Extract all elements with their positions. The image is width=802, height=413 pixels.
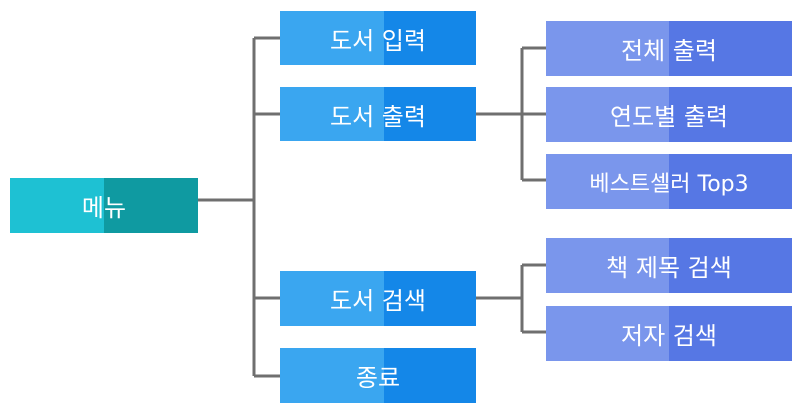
- book-input-label: 도서 입력: [330, 26, 426, 55]
- search-author-node: 저자 검색: [546, 306, 792, 361]
- book-input-node: 도서 입력: [280, 11, 476, 65]
- exit-label: 종료: [355, 364, 401, 392]
- output-bestseller-label: 베스트셀러 Top3: [589, 171, 749, 197]
- output-bestseller-node: 베스트셀러 Top3: [546, 154, 792, 209]
- book-output-label: 도서 출력: [330, 102, 426, 131]
- output-all-node: 전체 출력: [546, 21, 792, 76]
- exit-node: 종료: [280, 348, 476, 403]
- menu-root-label: 메뉴: [81, 194, 127, 222]
- menu-root-node: 메뉴: [10, 178, 198, 233]
- output-by-year-node: 연도별 출력: [546, 87, 792, 142]
- book-search-node: 도서 검색: [280, 271, 476, 326]
- search-author-label: 저자 검색: [621, 322, 717, 350]
- search-title-label: 책 제목 검색: [606, 254, 732, 282]
- output-by-year-label: 연도별 출력: [609, 103, 729, 131]
- book-output-node: 도서 출력: [280, 87, 476, 141]
- output-all-label: 전체 출력: [621, 37, 717, 65]
- search-title-node: 책 제목 검색: [546, 238, 792, 293]
- book-search-label: 도서 검색: [330, 287, 426, 315]
